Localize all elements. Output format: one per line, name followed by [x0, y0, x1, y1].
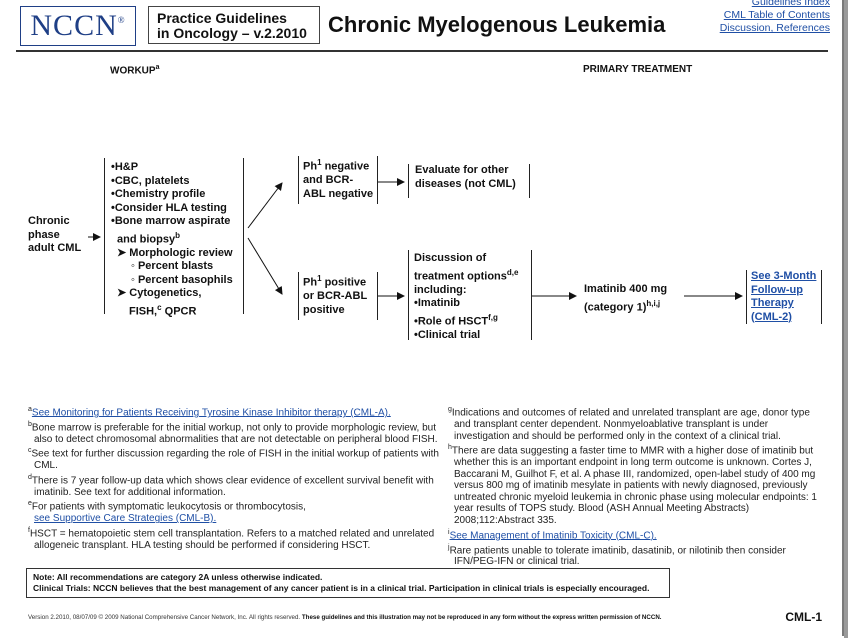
followup-link[interactable]: Follow-up [751, 283, 803, 296]
workup-box: •H&P •CBC, platelets •Chemistry profile … [104, 158, 244, 317]
footnote-a: aSee Monitoring for Patients Receiving T… [28, 406, 391, 419]
footnote-j: jRare patients unable to tolerate imatin… [448, 543, 786, 568]
footnote-e: eFor patients with symptomatic leukocyto… [28, 500, 306, 525]
footnote-h: hThere are data suggesting a faster time… [448, 444, 817, 526]
discussion-item: •Clinical trial [414, 328, 481, 341]
workup-heading: WORKUPa [110, 64, 160, 77]
flow-connectors [88, 178, 743, 300]
footnote-f: fHSCT = hematopoietic stem cell transpla… [28, 526, 435, 551]
discussion-references-link[interactable]: Discussion, References [719, 22, 830, 34]
footnote-g: gIndications and outcomes of related and… [448, 406, 810, 442]
footnotes-right: gIndications and outcomes of related and… [448, 404, 824, 568]
workup-item: •CBC, platelets [111, 174, 190, 187]
followup-link[interactable]: Therapy [751, 297, 794, 309]
footnotes-left: aSee Monitoring for Patients Receiving T… [28, 404, 444, 552]
start-node: Chronic phase adult CML [28, 215, 82, 254]
footnote-i: iSee Management of Imatinib Toxicity (CM… [448, 528, 657, 541]
workup-item: •Chemistry profile [111, 188, 206, 200]
footnote-c: cSee text for further discussion regardi… [28, 447, 439, 472]
followup-link[interactable]: See 3-Month [751, 270, 817, 282]
window-edge [844, 0, 848, 638]
discussion-item: •Role of HSCTf,g [414, 312, 498, 328]
guidelines-version-box: Practice Guidelines in Oncology – v.2.20… [148, 6, 320, 44]
page-title: Chronic Myelogenous Leukemia [328, 12, 666, 37]
workup-item: •Bone marrow aspirate [111, 215, 231, 227]
document-page [4, 0, 844, 636]
workup-item: •Consider HLA testing [111, 201, 227, 214]
discussion-item: •Imatinib [414, 297, 461, 310]
note-line-1: Note: All recommendations are category 2… [33, 572, 323, 582]
note-line-2: Clinical Trials: NCCN believes that the … [33, 583, 650, 593]
workup-item: •H&P [111, 161, 139, 173]
ph-positive-box: Ph1 positive or BCR-ABL positive [298, 272, 378, 320]
imatinib-toxicity-link[interactable]: See Management of Imatinib Toxicity (CML… [449, 529, 657, 541]
nccn-logo: NCCN® [20, 6, 136, 46]
note-box: Note: All recommendations are category 2… [26, 568, 670, 598]
evaluate-other-box: Evaluate for other diseases (not CML) [408, 164, 530, 198]
footnote-d: dThere is 7 year follow-up data which sh… [28, 473, 434, 498]
primary-treatment-heading: PRIMARY TREATMENT [583, 64, 693, 75]
guidelines-line-1: Practice Guidelines [157, 10, 287, 26]
followup-box: See 3-Month Follow-up Therapy (CML-2) [746, 270, 822, 324]
morph-sub: ◦ Percent blasts [131, 260, 214, 273]
ph-negative-box: Ph1 negative and BCR- ABL negative [298, 156, 378, 204]
cml-toc-link[interactable]: CML Table of Contents [723, 9, 830, 21]
footnote-b: bBone marrow is preferable for the initi… [28, 420, 438, 445]
guidelines-index-link[interactable]: Guidelines Index [751, 0, 830, 8]
page-number: CML-1 [785, 610, 822, 624]
imatinib-node: Imatinib 400 mg (category 1)h,i,j [584, 283, 668, 314]
workup-item: and biopsyb [117, 230, 180, 246]
header-rule [16, 50, 828, 52]
followup-link[interactable]: (CML-2) [751, 310, 792, 323]
supportive-care-link[interactable]: see Supportive Care Strategies (CML-B). [34, 513, 217, 525]
footer-copyright: Version 2.2010, 08/07/09 © 2009 National… [28, 614, 662, 621]
cytogenetics: ➤ Cytogenetics, [117, 287, 202, 300]
guidelines-line-2: in Oncology – v.2.2010 [157, 25, 307, 41]
header-links: Guidelines Index CML Table of Contents D… [720, 0, 830, 35]
morph-sub: ◦ Percent basophils [131, 273, 233, 286]
morphologic-review: ➤ Morphologic review [117, 246, 233, 259]
cytogenetics-cont: FISH,c QPCR [129, 302, 197, 318]
monitoring-link[interactable]: See Monitoring for Patients Receiving Ty… [31, 407, 391, 419]
discussion-box: Discussion of treatment optionsd,e inclu… [408, 250, 532, 341]
